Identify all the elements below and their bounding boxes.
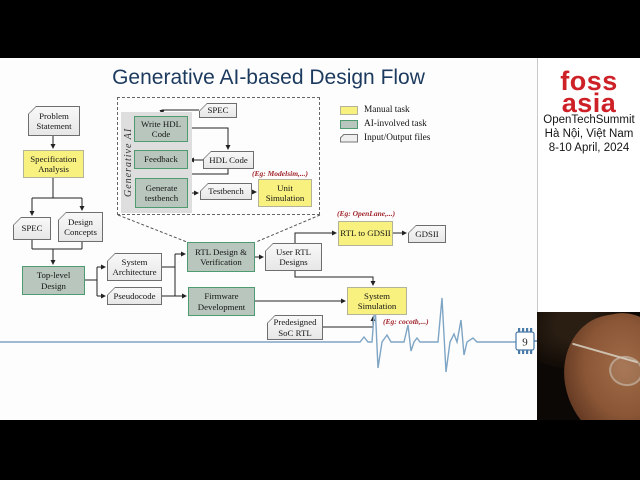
page-number-chip: 9 (515, 328, 537, 354)
legend-manual-task: Manual task (340, 105, 410, 115)
node-user-rtl-designs: User RTL Designs (265, 243, 322, 271)
node-generate-testbench: Generate testbench (135, 178, 188, 208)
node-inner-spec: SPEC (199, 103, 237, 118)
node-testbench: Testbench (200, 183, 252, 200)
annotation-openlane: (Eg: OpenLane,...) (337, 209, 396, 218)
node-firmware-development: Firmware Development (188, 287, 255, 316)
logo-line-foss: foss (560, 66, 618, 96)
node-hdl-code: HDL Code (203, 151, 254, 169)
event-dates: 8-10 April, 2024 (548, 142, 630, 155)
slide-title: Generative AI-based Design Flow (112, 66, 425, 89)
node-rtl-to-gdsii: RTL to GDSII (338, 221, 393, 246)
legend-ai-task: AI-involved task (340, 119, 427, 129)
ecg-line (0, 297, 516, 373)
sidebar-divider (537, 58, 538, 312)
ai-task-swatch (340, 119, 358, 129)
generative-ai-group-box (117, 97, 320, 215)
node-problem-statement: Problem Statement (28, 106, 80, 136)
annotation-modelsim: (Eg: Modelsim,...) (252, 169, 309, 178)
page-number: 9 (522, 337, 528, 349)
node-write-hdl-code: Write HDL Code (134, 116, 188, 142)
legend-label: Input/Output files (364, 133, 431, 143)
event-location: Hà Nội, Việt Nam (544, 128, 634, 141)
node-predesigned-soc-rtl: Predesigned SoC RTL (267, 315, 323, 340)
node-gdsii: GDSII (408, 225, 446, 243)
legend-label: Manual task (364, 105, 410, 115)
annotation-cocotb: (Eg: cocotb,...) (383, 317, 429, 326)
chip-pins-icon (518, 328, 533, 354)
top-letterbox (0, 0, 640, 58)
speaker-webcam (537, 312, 640, 420)
node-spec: SPEC (13, 217, 51, 240)
node-system-architecture: System Architecture (107, 253, 162, 281)
presentation-slide: Generative AI-based Design Flow (0, 58, 640, 420)
fossasia-logo: foss asia (538, 66, 640, 119)
legend-label: AI-involved task (364, 119, 427, 129)
node-rtl-design-verification: RTL Design & Verification (187, 242, 255, 272)
callout-dashed-lines (117, 214, 321, 243)
node-system-simulation: System Simulation (347, 287, 407, 315)
flow-connectors: 9 (0, 109, 537, 373)
diagram-area: Generative AI-based Design Flow (0, 58, 537, 420)
manual-task-swatch (340, 105, 358, 115)
event-details: OpenTechSummit Hà Nội, Việt Nam 8-10 Apr… (538, 113, 640, 155)
logo-line-asia: asia (561, 88, 617, 119)
bottom-letterbox (0, 420, 640, 480)
node-specification-analysis: Specification Analysis (23, 150, 84, 178)
node-design-concepts: Design Concepts (58, 212, 103, 242)
io-files-swatch (340, 133, 358, 143)
event-name: OpenTechSummit (543, 114, 635, 126)
node-unit-simulation: Unit Simulation (258, 179, 312, 207)
node-pseudocode: Pseudocode (107, 287, 162, 305)
node-top-level-design: Top-level Design (22, 266, 85, 295)
node-feedback: Feedback (134, 150, 188, 169)
legend-io-files: Input/Output files (340, 133, 430, 143)
